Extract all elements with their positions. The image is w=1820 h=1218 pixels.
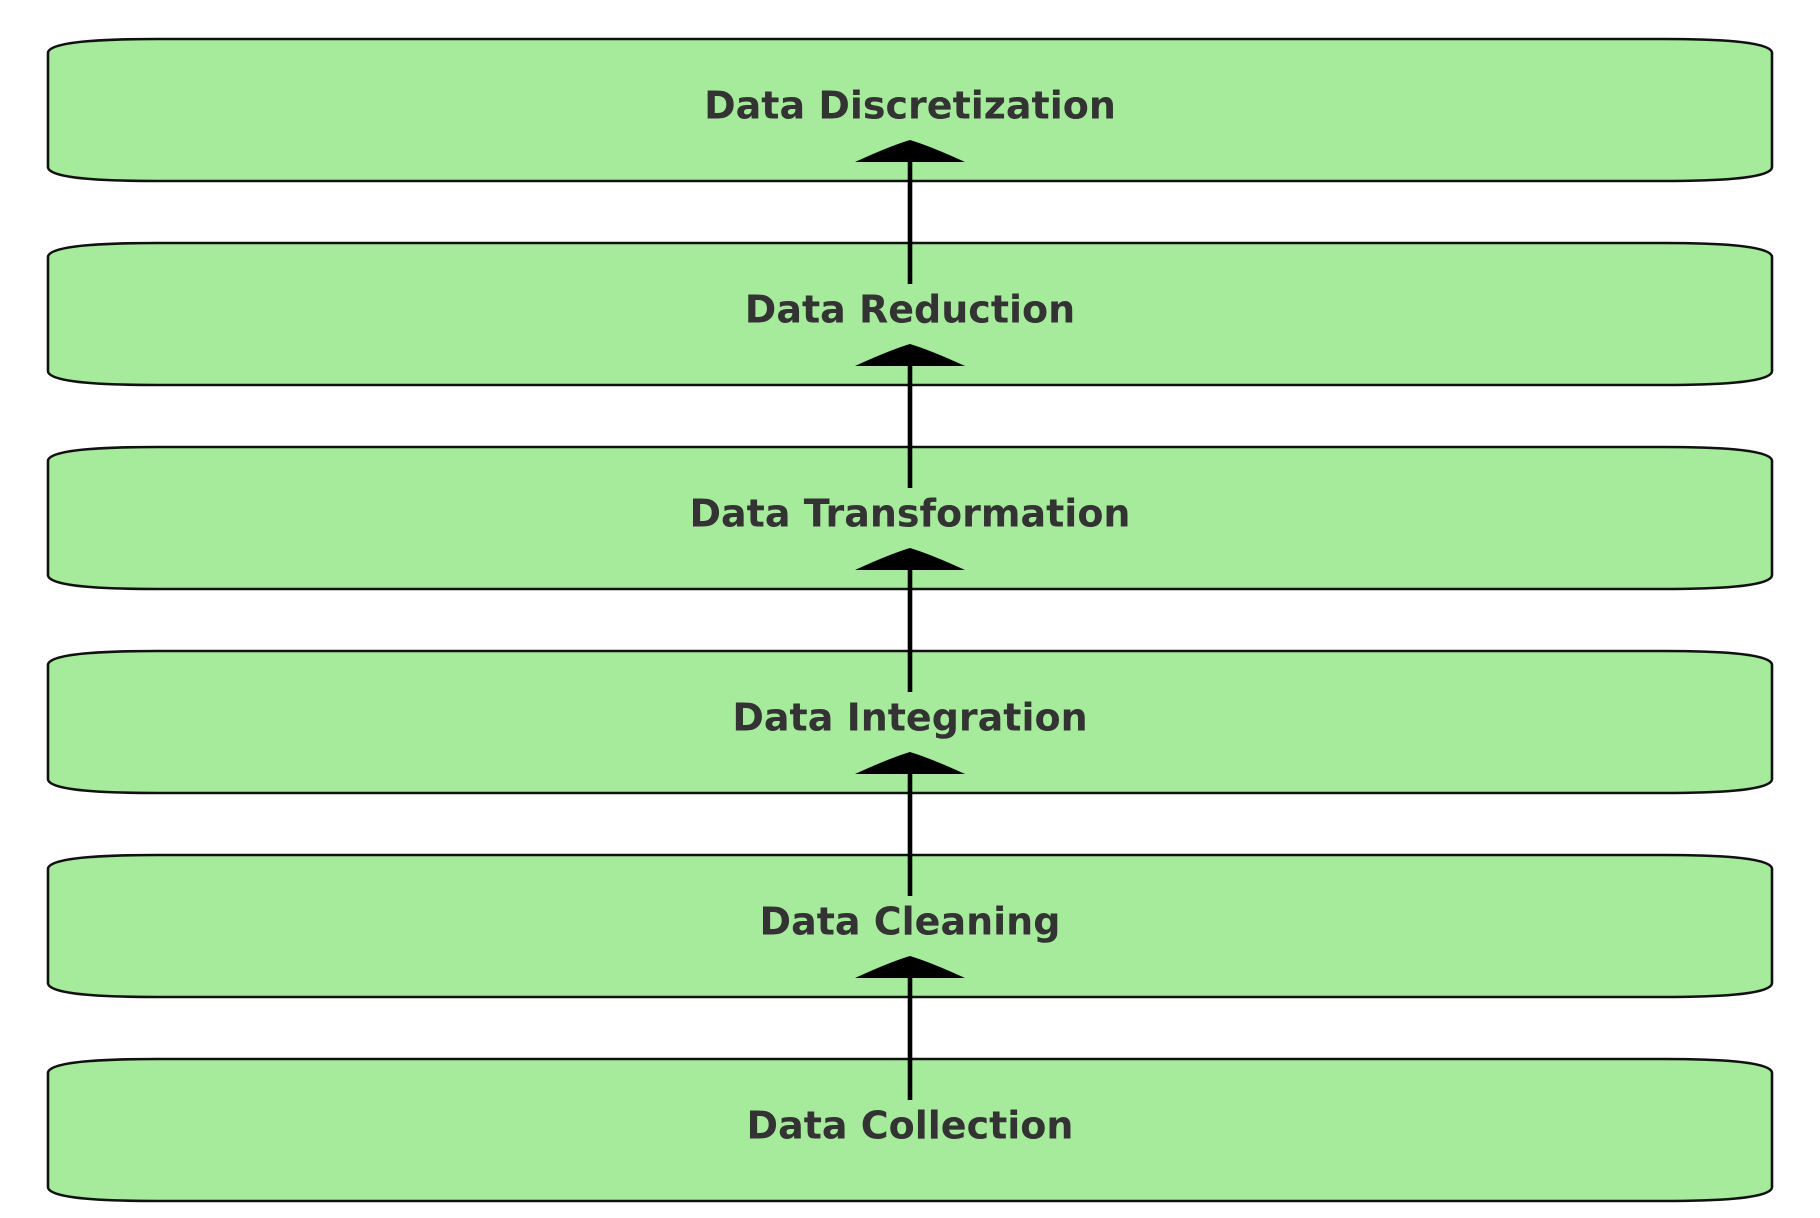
stage-label-collection: Data Collection xyxy=(747,1104,1074,1148)
arrow-integration-to-transformation xyxy=(855,548,965,692)
arrowhead-up-icon xyxy=(855,752,965,774)
arrowhead-up-icon xyxy=(855,956,965,978)
stage-label-discretization: Data Discretization xyxy=(704,84,1116,128)
stage-reduction xyxy=(46,241,1774,387)
arrowhead-up-icon xyxy=(855,344,965,366)
stage-label-integration: Data Integration xyxy=(732,696,1087,740)
stage-label-reduction: Data Reduction xyxy=(745,288,1075,332)
stage-integration xyxy=(46,649,1774,795)
stage-transformation xyxy=(46,445,1774,591)
arrowhead-up-icon xyxy=(855,140,965,162)
arrow-transformation-to-reduction xyxy=(855,344,965,488)
arrow-cleaning-to-integration xyxy=(855,752,965,896)
stages-layer xyxy=(46,37,1774,1203)
stage-discretization xyxy=(46,37,1774,183)
stage-collection xyxy=(46,1057,1774,1203)
stage-label-transformation: Data Transformation xyxy=(690,492,1131,536)
arrows-layer xyxy=(855,140,965,1100)
arrow-collection-to-cleaning xyxy=(855,956,965,1100)
arrowhead-up-icon xyxy=(855,548,965,570)
arrow-reduction-to-discretization xyxy=(855,140,965,284)
stage-label-cleaning: Data Cleaning xyxy=(760,900,1061,944)
stage-cleaning xyxy=(46,853,1774,999)
